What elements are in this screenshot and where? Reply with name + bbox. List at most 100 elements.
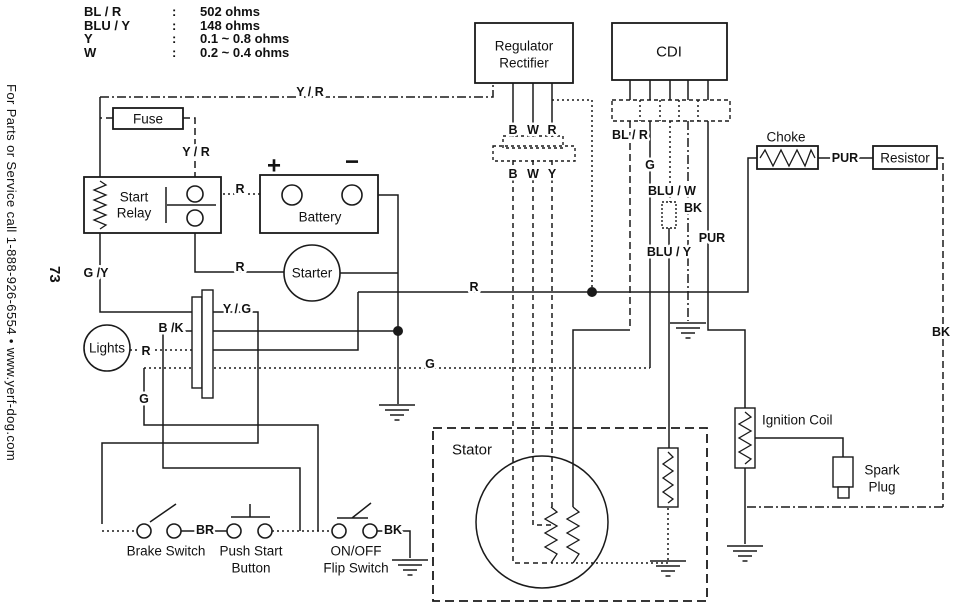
cdi: CDI (611, 22, 731, 122)
wire-label: R (141, 344, 150, 358)
legend-separator: : (172, 4, 177, 19)
wire-resistor-bk (937, 157, 944, 507)
wire-label: BL / R (612, 128, 648, 142)
battery: + − Battery (259, 149, 379, 234)
wire-label: BK (384, 523, 402, 537)
legend-row: BL / R : 502 ohms (84, 5, 289, 19)
regulator-label: Regulator (495, 39, 554, 54)
wire-label: G /Y (83, 266, 109, 280)
ignition-coil-winding (737, 411, 753, 465)
wire-relay-starter (194, 226, 284, 273)
wire-label: Y / R (296, 85, 324, 99)
choke-coil (759, 148, 816, 168)
relay-contact (165, 187, 216, 223)
spark-plug-label: Plug (868, 480, 895, 495)
wire-yg-route (101, 311, 259, 524)
regulator-connector (492, 145, 576, 162)
flip-switch-label: ON/OFF (331, 544, 382, 559)
push-start-label: Button (231, 561, 270, 576)
wire-yr-top (100, 83, 494, 98)
wire-label: BLU / W (648, 184, 696, 198)
relay-terminal (186, 209, 204, 227)
flip-switch: ON/OFF Flip Switch (323, 502, 389, 576)
spark-plug: Spark Plug (832, 456, 900, 499)
choke-label: Choke (766, 130, 805, 145)
inline-component (661, 201, 677, 229)
legend-value: 502 ohms (200, 4, 260, 19)
legend-separator: : (172, 17, 177, 33)
choke: Choke (756, 130, 819, 170)
wires (99, 80, 944, 564)
wire-label: G (425, 357, 435, 371)
cdi-connector (611, 99, 731, 122)
legend-wire: Y (84, 31, 93, 46)
wire-label: Y / R (182, 145, 210, 159)
wire-label: W (527, 123, 539, 137)
legend-wire: BL / R (84, 4, 122, 19)
wire-label: BLU / Y (647, 245, 692, 259)
push-button-plunger (231, 504, 270, 518)
legend-value: 148 ohms (200, 17, 260, 33)
start-relay-label: Start (120, 190, 149, 205)
relay-terminal (186, 185, 204, 203)
regulator-label: Rectifier (499, 56, 549, 71)
wire-label: R (235, 260, 244, 274)
ignition-coil-label: Ignition Coil (762, 413, 833, 428)
lights-circle (83, 324, 131, 372)
pickup-coil-box (657, 447, 679, 508)
wire-r-line (358, 157, 757, 293)
brake-switch-label: Brake Switch (127, 544, 206, 559)
switch-terminal (331, 523, 347, 539)
wire-g-drop (143, 368, 319, 531)
lights-label: Lights (89, 341, 125, 356)
wire-label: B /K (159, 321, 184, 335)
wire-label: G (139, 392, 149, 406)
switch-terminal (362, 523, 378, 539)
pickup-coil-winding (661, 451, 675, 504)
resistor-label: Resistor (880, 151, 930, 166)
wire-label: BK (932, 325, 950, 339)
wire-label: B (508, 123, 517, 137)
brake-switch: Brake Switch (127, 503, 206, 559)
starter-label: Starter (292, 266, 333, 281)
fuse-label: Fuse (133, 112, 163, 127)
wire-label: BK (684, 201, 702, 215)
wire-label: Y (548, 167, 557, 181)
switch-arm (149, 503, 177, 523)
ignition-coil: Ignition Coil (734, 407, 833, 469)
ground-symbol (378, 404, 416, 421)
wire-label: R (469, 280, 478, 294)
wire-flip-ground (377, 530, 411, 558)
stator-coil (565, 506, 581, 564)
sidebar-contact-text: For Parts or Service call 1-888-926-6554… (4, 84, 19, 462)
spark-plug-label: Spark (864, 463, 900, 478)
lights: Lights (83, 324, 131, 372)
plus-sign: + (267, 153, 281, 180)
stator: Stator (432, 427, 708, 602)
wire-label: G (645, 158, 655, 172)
relay-coil (92, 180, 108, 230)
stator-coil (543, 506, 559, 564)
wire-label: PUR (832, 151, 858, 165)
start-relay: Start Relay (83, 176, 222, 234)
legend-value: 0.2 ~ 0.4 ohms (200, 44, 290, 60)
starter: Starter (283, 244, 341, 302)
battery-positive-terminal (281, 184, 303, 206)
resistor: Resistor (872, 145, 938, 170)
junction-dot (587, 287, 597, 297)
legend-value: 0.1 ~ 0.8 ohms (200, 31, 290, 46)
cdi-connector-dividers (639, 100, 699, 121)
legend-separator: : (172, 31, 177, 46)
legend-row: Y : 0.1 ~ 0.8 ohms (84, 32, 289, 46)
wire-fuse-to-relay (183, 117, 196, 186)
stator-label: Stator (452, 442, 492, 459)
start-relay-label: Relay (117, 206, 152, 221)
wire-stator-w (532, 160, 551, 526)
legend-wire: BLU / Y (84, 17, 130, 33)
wire-label: PUR (699, 231, 725, 245)
ground-symbol (669, 322, 707, 339)
wire-stator-b (512, 160, 551, 564)
